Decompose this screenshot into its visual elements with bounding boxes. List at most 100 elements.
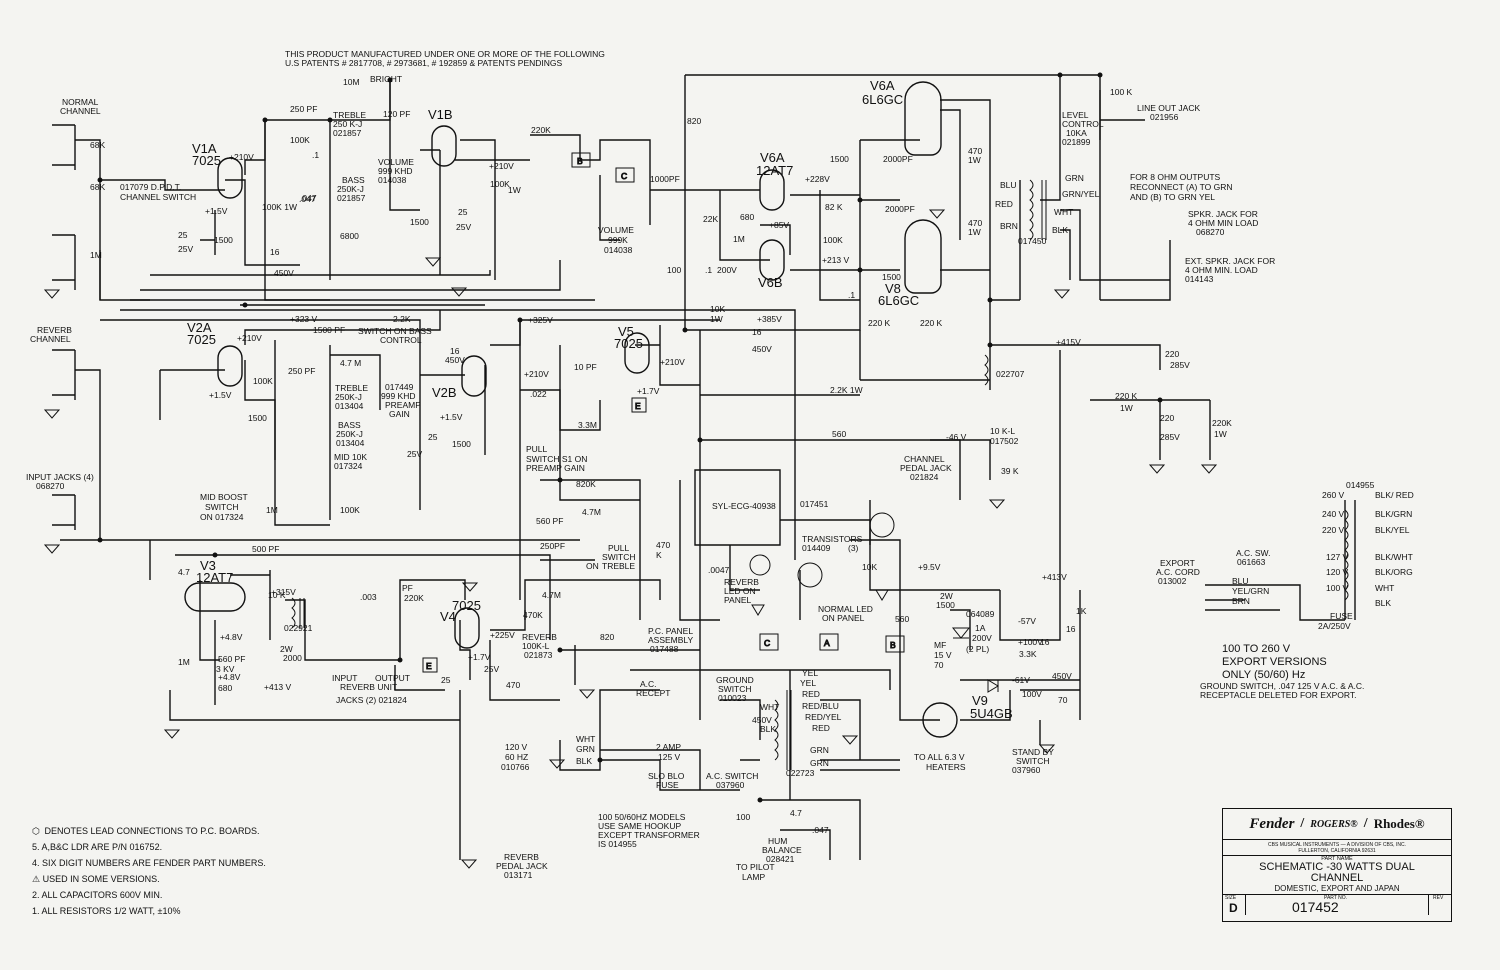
voltage-label: -46 V [946,432,967,442]
tube-v6a-pi-label: V6A [760,150,785,165]
drawing-title-3: DOMESTIC, EXPORT AND JAPAN [1223,884,1451,895]
component-value: 1W [1120,403,1133,413]
component-value: 4.7M [542,590,561,600]
ac-switch-2: 037960 [716,780,745,790]
heaters-1: TO ALL 6.3 V [914,752,965,762]
patent-note-line-1: THIS PRODUCT MANUFACTURED UNDER ONE OR M… [285,49,605,59]
component-value: 470 [656,540,670,550]
voltage-label: +85V [769,220,789,230]
voltage-label: -57V [1018,616,1036,626]
component-value: 820 [687,116,701,126]
component-value: .1 [848,290,855,300]
component-value: 470K [523,610,543,620]
otx-blu: BLU [1000,180,1017,190]
pilot-2: LAMP [742,872,765,882]
treble2-part: 013404 [335,401,364,411]
component-value: 285V [1170,360,1190,370]
component-value: 16 [752,327,762,337]
normal-channel-label-1: NORMAL [62,97,99,107]
export-notes-1: GROUND SWITCH, .047 125 V A.C. & A.C. [1200,681,1364,691]
ptx-blk: BLK [760,724,776,734]
otx-red: RED [995,199,1013,209]
preamp-gain-3: PREAMP [385,400,421,410]
component-value: 1500 [410,217,429,227]
drawing-title-2: CHANNEL [1310,872,1364,884]
component-value: 1M [266,505,278,515]
tube-v2a-glyph [217,345,243,387]
power-cord-1: 120 V [505,742,528,752]
component-value: 470 [968,146,982,156]
tube-v6a-pi-type: 12AT7 [756,163,793,178]
level-control-1: LEVEL [1062,110,1089,120]
component-value: 820K [576,479,596,489]
component-value: 450V [445,355,465,365]
component-value: 220 K [920,318,943,328]
bass1-label: BASS [342,175,365,185]
tube-v4-label: V4 [440,609,456,624]
connector-label: E [426,661,432,671]
ac-recept-2: RECEPT [636,688,670,698]
input-jacks-label-2: 068270 [36,481,65,491]
component-value: 4.7 M [340,358,361,368]
ohm-note-1: FOR 8 OHM OUTPUTS [1130,172,1221,182]
ptx-red-1: RED [802,689,820,699]
tube-v5-label: V5 [618,324,634,339]
export-cord-blu: BLU [1232,576,1249,586]
tube-v2b-label: V2B [432,385,457,400]
pull-treble-4: TREBLE [602,561,635,571]
component-value: 1500 [214,235,233,245]
component-value: 470 [968,218,982,228]
otx-grn: GRN [1065,173,1084,183]
ptx-wht: WHT [760,702,779,712]
component-value: 3.3K [1019,649,1037,659]
models-note-1: 100 50/60HZ MODELS [598,812,686,822]
component-value: .047 [812,825,829,835]
component-value: 22K [703,214,718,224]
pull-s1-2: SWITCH S1 ON [526,454,587,464]
component-value: 820 [600,632,614,642]
otx-wht: WHT [1054,207,1073,217]
channel-pedal-3: 021824 [910,472,939,482]
otx-part: 017450 [1018,236,1047,246]
hum-2: BALANCE [762,845,802,855]
treble2-value: 250K-J [335,392,362,402]
ext-spkr-1: EXT. SPKR. JACK FOR [1185,256,1275,266]
tube-v1b-glyph [431,125,457,167]
component-value: 1500 [882,272,901,282]
volume2-part: 014038 [604,245,633,255]
component-value: 120 PF [383,109,410,119]
component-value: 560 [832,429,846,439]
tube-v6a-pi-glyph [759,169,785,211]
connector-label: A [824,638,830,648]
part-no-value: 017452 [1292,899,1339,915]
tube-v1a-type: 7025 [192,153,221,168]
connector-label: B [890,640,896,650]
company-line-1: CBS MUSICAL INSTRUMENTS — A DIVISION OF … [1268,842,1406,848]
tube-v8-type: 6L6GC [878,293,919,308]
preamp-gain-2: 999 KHD [381,391,416,401]
component-value: .1 [312,150,319,160]
voltage-label: +1.5V [205,206,228,216]
ldr-label: SYL-ECG-40938 [712,501,776,511]
component-value: 2000PF [885,204,915,214]
ohm-note-2: RECONNECT (A) TO GRN [1130,182,1232,192]
rectifier-amp: 1A [975,623,986,633]
export-sw-1: A.C. SW. [1236,548,1270,558]
otx-grnyel: GRN/YEL [1062,189,1100,199]
spkr-jack-1: SPKR. JACK FOR [1188,209,1258,219]
rectifier-diode [951,627,971,639]
component-value: 70 [1058,695,1068,705]
component-value: 6800 [340,231,359,241]
bass2-label: BASS [338,420,361,430]
ext-spkr-3: 014143 [1185,274,1214,284]
component-value: 25 [428,432,438,442]
normal-led-2: ON PANEL [822,613,865,623]
export-tap-260-wire: BLK/ RED [1375,490,1414,500]
tube-v6b-label: V6B [758,275,783,290]
tube-v9-rectifier-glyph [922,702,958,738]
tube-v2a-type: 7025 [187,332,216,347]
connector-label: B [577,156,583,166]
component-value: .1 [705,265,712,275]
